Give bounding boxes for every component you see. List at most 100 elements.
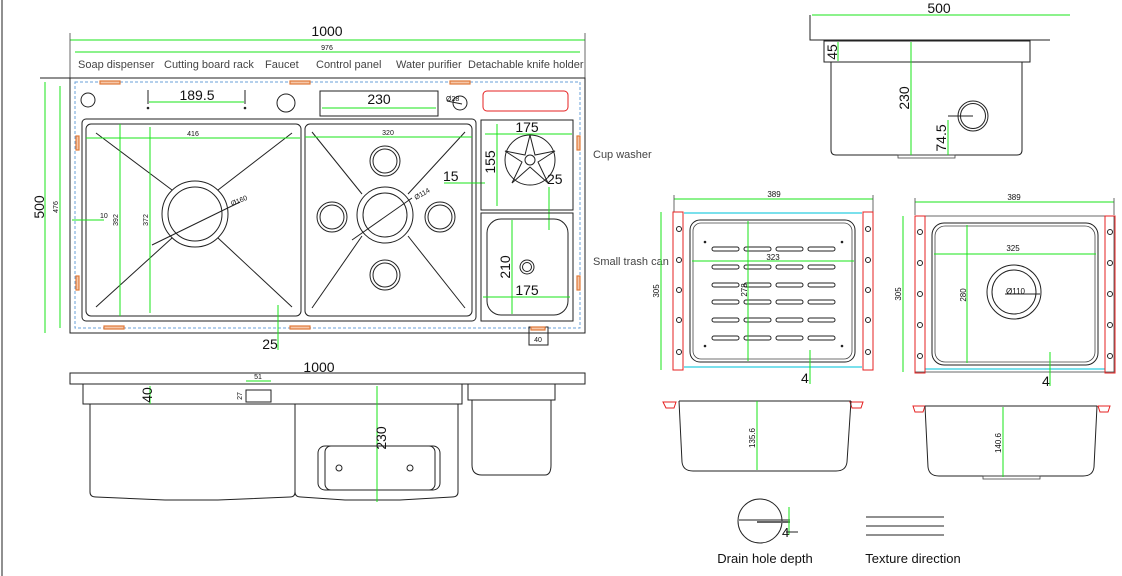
side-hole	[676, 257, 682, 263]
tab-width-label: 40	[534, 337, 542, 344]
outlet-height-label: 74.5	[933, 124, 949, 151]
slot-height-label: 27	[237, 392, 244, 400]
drain-hole-depth-label: Drain hole depth	[717, 551, 812, 566]
grate-slot	[775, 317, 804, 323]
slot-width-label: 51	[254, 374, 262, 381]
overall-depth-label: 500	[31, 195, 47, 219]
side-hole	[917, 291, 923, 297]
front-right-bowl	[294, 404, 459, 501]
side-hole	[917, 353, 923, 359]
bowl-edge-label: 4	[1042, 373, 1050, 389]
grate-slots	[711, 246, 836, 341]
plan-view: 1000 976 Soap dispenser Cutting board ra…	[31, 23, 669, 352]
side-hole	[865, 317, 871, 323]
rack-spacing-label: 189.5	[179, 87, 214, 103]
grate-depth-label: 305	[652, 284, 661, 298]
feature-soap-dispenser: Soap dispenser	[78, 59, 155, 71]
grate-slot	[743, 317, 772, 323]
bowl-inner-depth-label: 280	[959, 288, 968, 302]
callout-trash-can: Small trash can	[593, 256, 669, 268]
side-hole	[917, 260, 923, 266]
side-hole	[917, 322, 923, 328]
grate-slot	[807, 335, 836, 341]
side-hole	[865, 287, 871, 293]
water-purifier-hole	[452, 95, 468, 111]
texture-direction-label: Texture direction	[865, 551, 960, 566]
grate-slot	[807, 264, 836, 270]
side-hole	[1107, 260, 1113, 266]
faucet-hole	[276, 93, 296, 113]
right-drain-label: Ø114	[414, 187, 432, 201]
grate-slot	[743, 299, 772, 305]
front-depth-label: 230	[373, 426, 389, 450]
left-drain-outer	[161, 180, 229, 248]
purifier-diameter-label: Ø28	[446, 96, 459, 103]
side-hole	[676, 226, 682, 232]
feature-control-panel: Control panel	[316, 59, 381, 71]
grate-slot	[775, 246, 804, 252]
side-depth-label: 230	[896, 86, 912, 110]
grate-slot	[743, 282, 772, 288]
cup-washer-offset-label: 25	[547, 171, 563, 187]
accessory-holes	[316, 145, 456, 291]
cup-washer-depth-label: 155	[482, 150, 498, 174]
grate-inner-depth-label: 278	[740, 283, 749, 297]
side-width-label: 500	[927, 0, 951, 16]
gap-label: 15	[443, 168, 459, 184]
bowl-side-holes	[917, 229, 1113, 359]
inner-width-label: 976	[321, 45, 333, 52]
grate-section-depth-label: 135.6	[748, 427, 757, 448]
right-drain-outer	[356, 186, 414, 244]
side-hole	[1107, 229, 1113, 235]
left-bowl-outer-depth-label: 392	[113, 214, 120, 226]
side-hole	[865, 349, 871, 355]
grate-slot	[711, 299, 740, 305]
overall-width-label: 1000	[311, 23, 342, 39]
bowl-drain-inner	[991, 269, 1037, 315]
grate-inner-width-label: 323	[766, 253, 780, 262]
side-bowl	[830, 62, 1023, 156]
feature-faucet: Faucet	[265, 59, 299, 71]
front-left-bowl	[89, 404, 296, 501]
grate-plate	[689, 219, 856, 363]
grate-slot	[775, 264, 804, 270]
side-hole	[676, 287, 682, 293]
drain-depth-value: 4	[782, 525, 789, 540]
front-trash-can	[471, 400, 552, 476]
bottom-offset-label: 25	[262, 336, 278, 352]
control-panel	[319, 90, 439, 117]
front-elevation: 1000 40 51 27 230	[69, 359, 586, 502]
side-hole	[865, 226, 871, 232]
side-skirt	[823, 40, 1031, 63]
left-offset-label: 10	[100, 213, 108, 220]
side-elevation: 500 45 230 74.5	[809, 0, 1070, 159]
front-width-label: 1000	[303, 359, 334, 375]
soap-dispenser-hole	[80, 92, 96, 108]
control-panel-width-label: 230	[367, 91, 391, 107]
grate-slot	[711, 282, 740, 288]
grate-slot	[743, 264, 772, 270]
bowl-depth-label: 305	[894, 287, 903, 301]
grate-slot	[711, 335, 740, 341]
side-hole	[917, 229, 923, 235]
inner-dashed-outline	[74, 81, 581, 329]
grate-width-label: 389	[767, 190, 781, 199]
grate-slot	[711, 317, 740, 323]
grate-slot	[775, 299, 804, 305]
left-bowl-inner-depth-label: 372	[143, 214, 150, 226]
legend: 4 Drain hole depth Texture direction	[717, 498, 961, 566]
overflow-slot	[245, 389, 272, 403]
side-hole	[676, 317, 682, 323]
right-bowl	[304, 123, 473, 317]
grate-slot	[775, 335, 804, 341]
trash-depth-label: 210	[497, 255, 513, 279]
left-drain-inner	[167, 186, 223, 242]
right-drain-inner	[362, 192, 408, 238]
grate-section: 135.6	[662, 400, 864, 472]
bowl-section: 140.6	[912, 405, 1111, 480]
left-drain-label: Ø160	[230, 195, 249, 208]
grate-slot	[775, 282, 804, 288]
cup-washer-width-label: 175	[515, 119, 539, 135]
grate-slot	[711, 264, 740, 270]
skirt-height-label: 40	[139, 387, 155, 403]
